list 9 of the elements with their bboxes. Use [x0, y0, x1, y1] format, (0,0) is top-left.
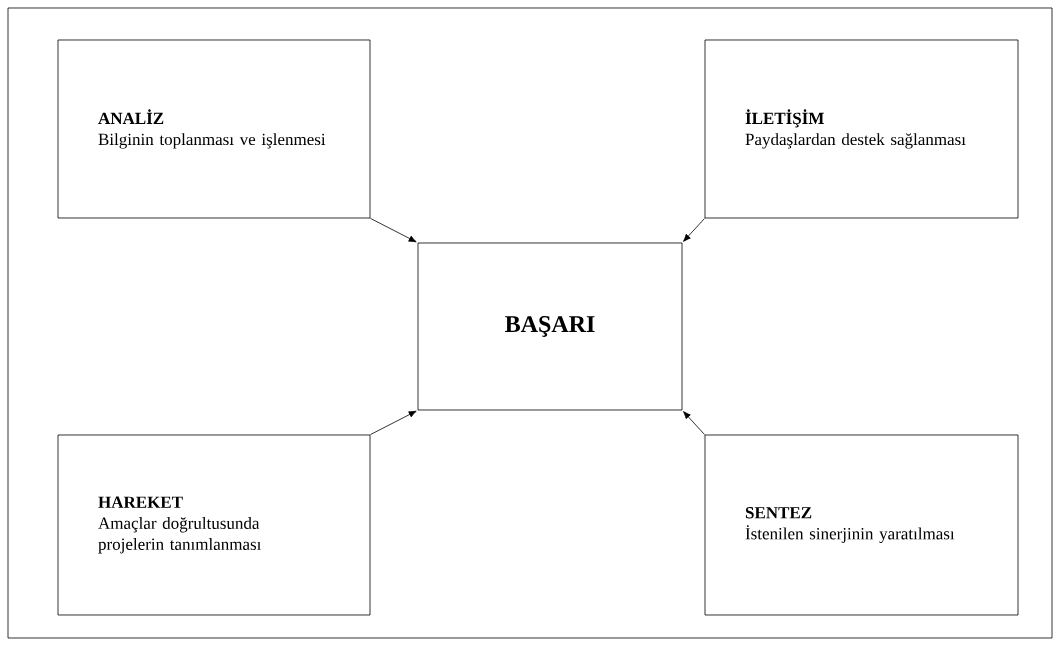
arrow: [370, 218, 417, 243]
arrow: [683, 411, 705, 435]
factor-box: İLETİŞİM Paydaşlardan destek sağlanması: [704, 39, 1019, 219]
factor-box: HAREKET Amaçlar doğrultusunda projelerin tanımlanması: [57, 434, 371, 616]
arrow: [683, 218, 705, 242]
factor-box: ANALİZ Bilginin toplanması ve işlenmesi: [57, 39, 371, 219]
arrow: [370, 410, 417, 435]
factor-box: SENTEZ İstenilen sinerjinin yaratılması: [704, 434, 1019, 616]
goal-box: BAŞARI: [417, 242, 683, 411]
